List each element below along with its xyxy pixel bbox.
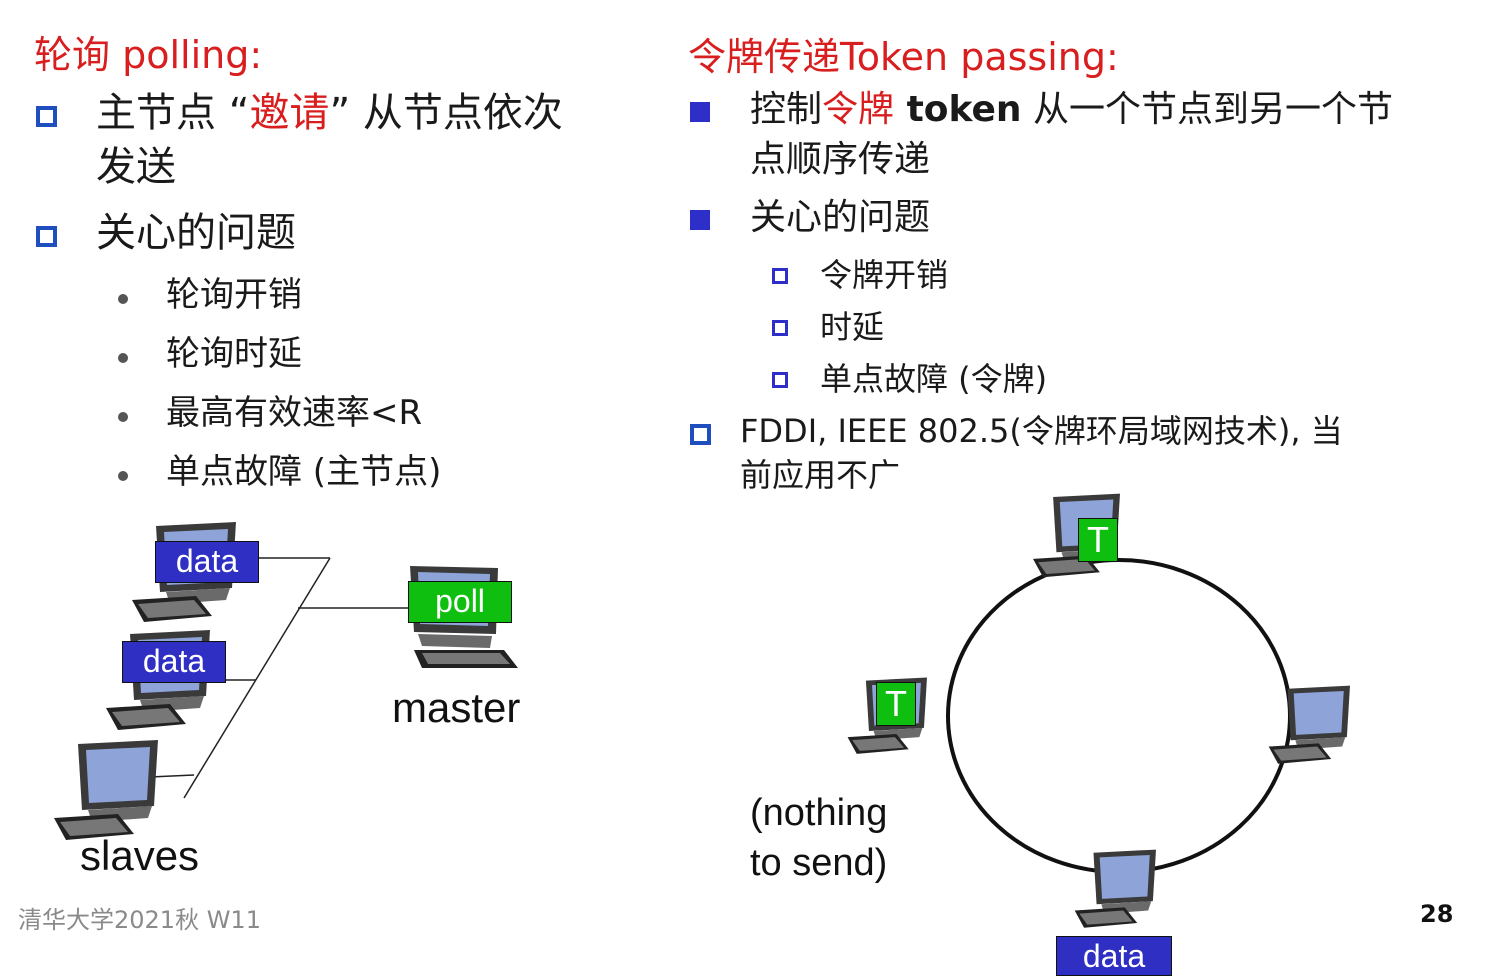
data-tag: data [122,641,226,683]
bullet-square-icon [772,372,788,388]
right-subitem: 时延 [820,308,885,346]
data-tag: data [1056,936,1172,976]
nothing-to-send-label-line2: to send) [750,842,888,884]
left-subitem: 轮询开销 [166,275,302,315]
bullet-square-solid-icon [690,210,710,230]
right-bullet-token-desc-line2: 点顺序传递 [750,139,931,180]
left-bullet-polling-desc-line2: 发送 [96,144,176,190]
left-subitem: 单点故障 (主节点) [166,452,442,492]
token-tag: T [1078,518,1118,562]
nothing-to-send-label-line1: (nothing [750,792,888,834]
bullet-square-icon [690,424,711,445]
right-subitem: 单点故障 (令牌) [820,360,1048,398]
page-number: 28 [1420,900,1454,928]
right-bullet-token-desc: 控制令牌 token 从一个节点到另一个节 [750,89,1393,130]
left-bullet-concerns: 关心的问题 [96,210,296,256]
slaves-label: slaves [80,832,200,879]
master-label: master [392,684,521,731]
footer-course: 清华大学2021秋 W11 [18,906,261,934]
right-bullet-fddi-line2: 前应用不广 [740,456,901,494]
left-subitem: 最高有效速率<R [166,393,423,433]
bullet-dot-icon [118,353,128,363]
bullet-dot-icon [118,412,128,422]
right-bullet-concerns: 关心的问题 [750,197,931,238]
left-title: 轮询 polling: [34,33,263,77]
left-bullet-polling-desc: 主节点 “邀请” 从节点依次 [96,90,563,136]
bullet-square-icon [36,106,57,127]
data-tag: data [155,541,259,583]
token-tag: T [876,682,916,726]
poll-tag: poll [408,581,512,623]
left-subitem: 轮询时延 [166,334,302,374]
ring-computer-icon [1074,849,1156,928]
bullet-square-solid-icon [690,102,710,122]
bullet-dot-icon [118,294,128,304]
ring-computer-icon [1268,685,1350,764]
right-title: 令牌传递Token passing: [688,35,1119,79]
bullet-dot-icon [118,471,128,481]
right-bullet-fddi: FDDI, IEEE 802.5(令牌环局域网技术), 当 [740,412,1343,450]
bullet-square-icon [772,268,788,284]
right-subitem: 令牌开销 [820,256,949,294]
bullet-square-icon [36,226,57,247]
bullet-square-icon [772,320,788,336]
slave-computer-icon [54,740,158,840]
